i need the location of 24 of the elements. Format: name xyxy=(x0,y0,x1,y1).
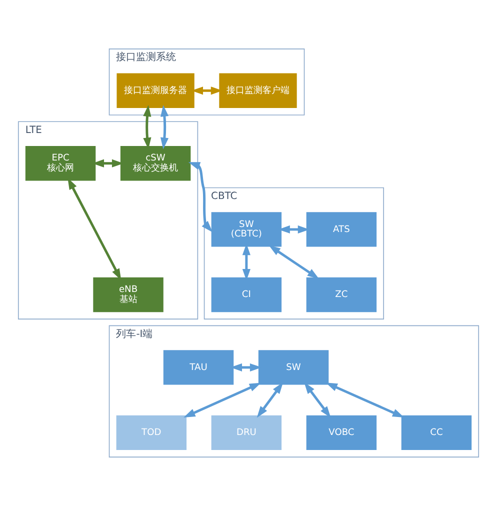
node-box: SW xyxy=(258,348,330,386)
node-box: EPC 核心网 xyxy=(24,144,96,182)
node-box: TAU xyxy=(162,348,234,386)
arrow xyxy=(304,382,331,418)
arrow xyxy=(160,104,169,149)
node-box: 接口监测服务器 xyxy=(116,72,196,108)
node-box: ATS xyxy=(306,210,378,248)
node-box: DRU xyxy=(210,414,282,450)
arrow xyxy=(191,86,222,94)
node-box: CI xyxy=(210,276,282,312)
arrow xyxy=(143,104,152,149)
arrow xyxy=(268,244,320,278)
arrow xyxy=(256,382,284,418)
node-box: SW (CBTC) xyxy=(210,210,282,248)
node-box: CC xyxy=(400,414,472,450)
node-box: 接口监测客户端 xyxy=(218,72,298,108)
node-box: cSW 核心交换机 xyxy=(120,144,192,182)
arrow xyxy=(188,162,213,232)
node-box: TOD xyxy=(115,414,188,450)
node-box: VOBC xyxy=(306,414,378,450)
node-box: ZC xyxy=(306,276,378,312)
arrow xyxy=(326,382,404,417)
arrow xyxy=(184,382,262,417)
node-box: eNB 基站 xyxy=(92,276,164,312)
